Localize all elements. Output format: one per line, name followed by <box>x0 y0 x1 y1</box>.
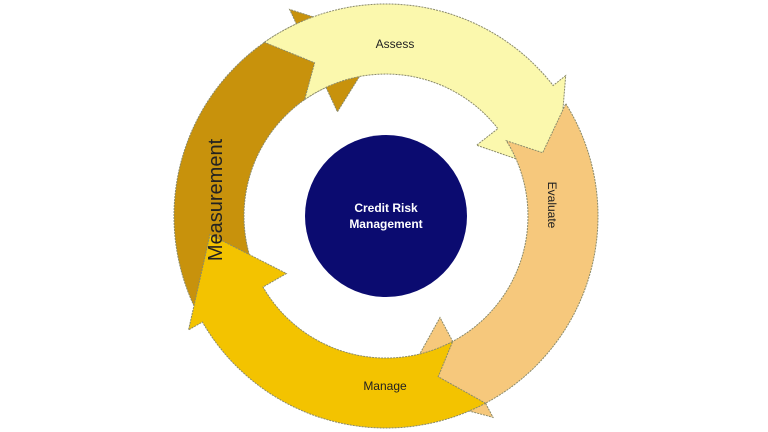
step-label-evaluate: Evaluate <box>545 182 559 229</box>
cycle-arrow-manage <box>187 233 487 429</box>
step-label-assess: Assess <box>376 37 415 51</box>
step-label-measurement: Measurement <box>205 138 227 261</box>
step-label-manage: Manage <box>363 379 407 393</box>
center-label-line1: Credit Risk <box>354 201 418 215</box>
center-circle <box>305 135 467 297</box>
cycle-arrow-evaluate <box>397 102 599 419</box>
center-label-line2: Management <box>349 217 422 231</box>
cycle-arrow-assess <box>263 3 567 174</box>
